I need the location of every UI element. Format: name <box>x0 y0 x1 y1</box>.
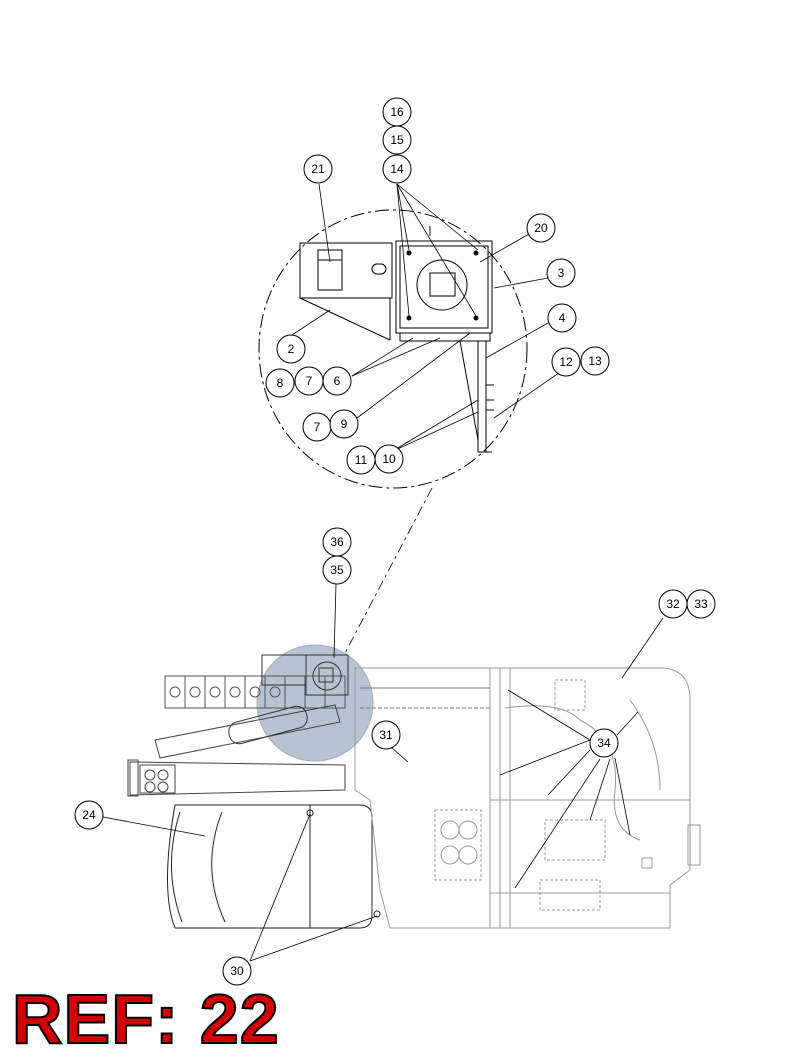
svg-text:7: 7 <box>314 420 321 434</box>
boom-arm <box>154 704 341 759</box>
svg-text:12: 12 <box>559 355 573 369</box>
callout-30: 30 <box>222 956 252 986</box>
svg-text:7: 7 <box>306 374 313 388</box>
svg-text:24: 24 <box>82 808 96 822</box>
svg-text:15: 15 <box>390 133 404 147</box>
svg-text:16: 16 <box>390 105 404 119</box>
detail-connector <box>343 487 433 656</box>
svg-text:9: 9 <box>341 417 348 431</box>
callout-9: 9 <box>329 409 359 439</box>
svg-text:31: 31 <box>379 728 393 742</box>
truck-cab <box>489 667 691 929</box>
callout-21: 21 <box>303 154 333 184</box>
svg-text:34: 34 <box>597 736 611 750</box>
bucket <box>167 804 373 929</box>
detail-leaders <box>291 183 567 453</box>
svg-text:4: 4 <box>559 311 566 325</box>
detail-boundary <box>258 209 528 489</box>
callout-7a: 7 <box>294 366 324 396</box>
callout-34: 34 <box>589 728 619 758</box>
svg-text:21: 21 <box>311 162 325 176</box>
svg-text:32: 32 <box>666 597 680 611</box>
callout-12: 12 <box>551 347 581 377</box>
callout-4: 4 <box>547 303 577 333</box>
detail-left-housing <box>299 242 393 299</box>
svg-text:36: 36 <box>330 535 344 549</box>
callout-14: 14 <box>382 154 412 184</box>
callouts: 16 15 14 21 20 3 4 2 8 7 6 12 13 7 9 11 … <box>74 97 716 986</box>
callout-24: 24 <box>74 800 104 830</box>
callout-13: 13 <box>580 346 610 376</box>
svg-text:13: 13 <box>588 354 602 368</box>
callout-7b: 7 <box>302 412 332 442</box>
callout-31: 31 <box>371 720 401 750</box>
svg-text:33: 33 <box>694 597 708 611</box>
svg-text:30: 30 <box>230 964 244 978</box>
svg-text:10: 10 <box>382 452 396 466</box>
callout-16: 16 <box>382 97 412 127</box>
callout-10: 10 <box>374 444 404 474</box>
svg-text:6: 6 <box>334 374 341 388</box>
callout-33: 33 <box>686 589 716 619</box>
svg-text:20: 20 <box>534 221 548 235</box>
svg-text:8: 8 <box>277 376 284 390</box>
svg-text:14: 14 <box>390 162 404 176</box>
truck-body <box>354 667 491 929</box>
callout-36: 36 <box>322 527 352 557</box>
callout-8: 8 <box>265 368 295 398</box>
svg-text:35: 35 <box>330 563 344 577</box>
callout-6: 6 <box>322 366 352 396</box>
svg-text:11: 11 <box>355 453 368 467</box>
callout-15: 15 <box>382 125 412 155</box>
cable-chain <box>164 675 346 709</box>
svg-text:2: 2 <box>288 342 295 356</box>
detail-view <box>258 209 528 489</box>
callout-20: 20 <box>526 213 556 243</box>
callout-2: 2 <box>276 334 306 364</box>
highlight-area <box>256 644 374 762</box>
main-leaders <box>102 583 664 962</box>
ref-label: REF: 22 <box>11 980 280 1058</box>
callout-3: 3 <box>546 258 576 288</box>
callout-35: 35 <box>322 555 352 585</box>
callout-11: 11 <box>346 445 376 475</box>
callout-32: 32 <box>658 589 688 619</box>
main-view <box>127 644 701 929</box>
svg-text:3: 3 <box>558 266 565 280</box>
